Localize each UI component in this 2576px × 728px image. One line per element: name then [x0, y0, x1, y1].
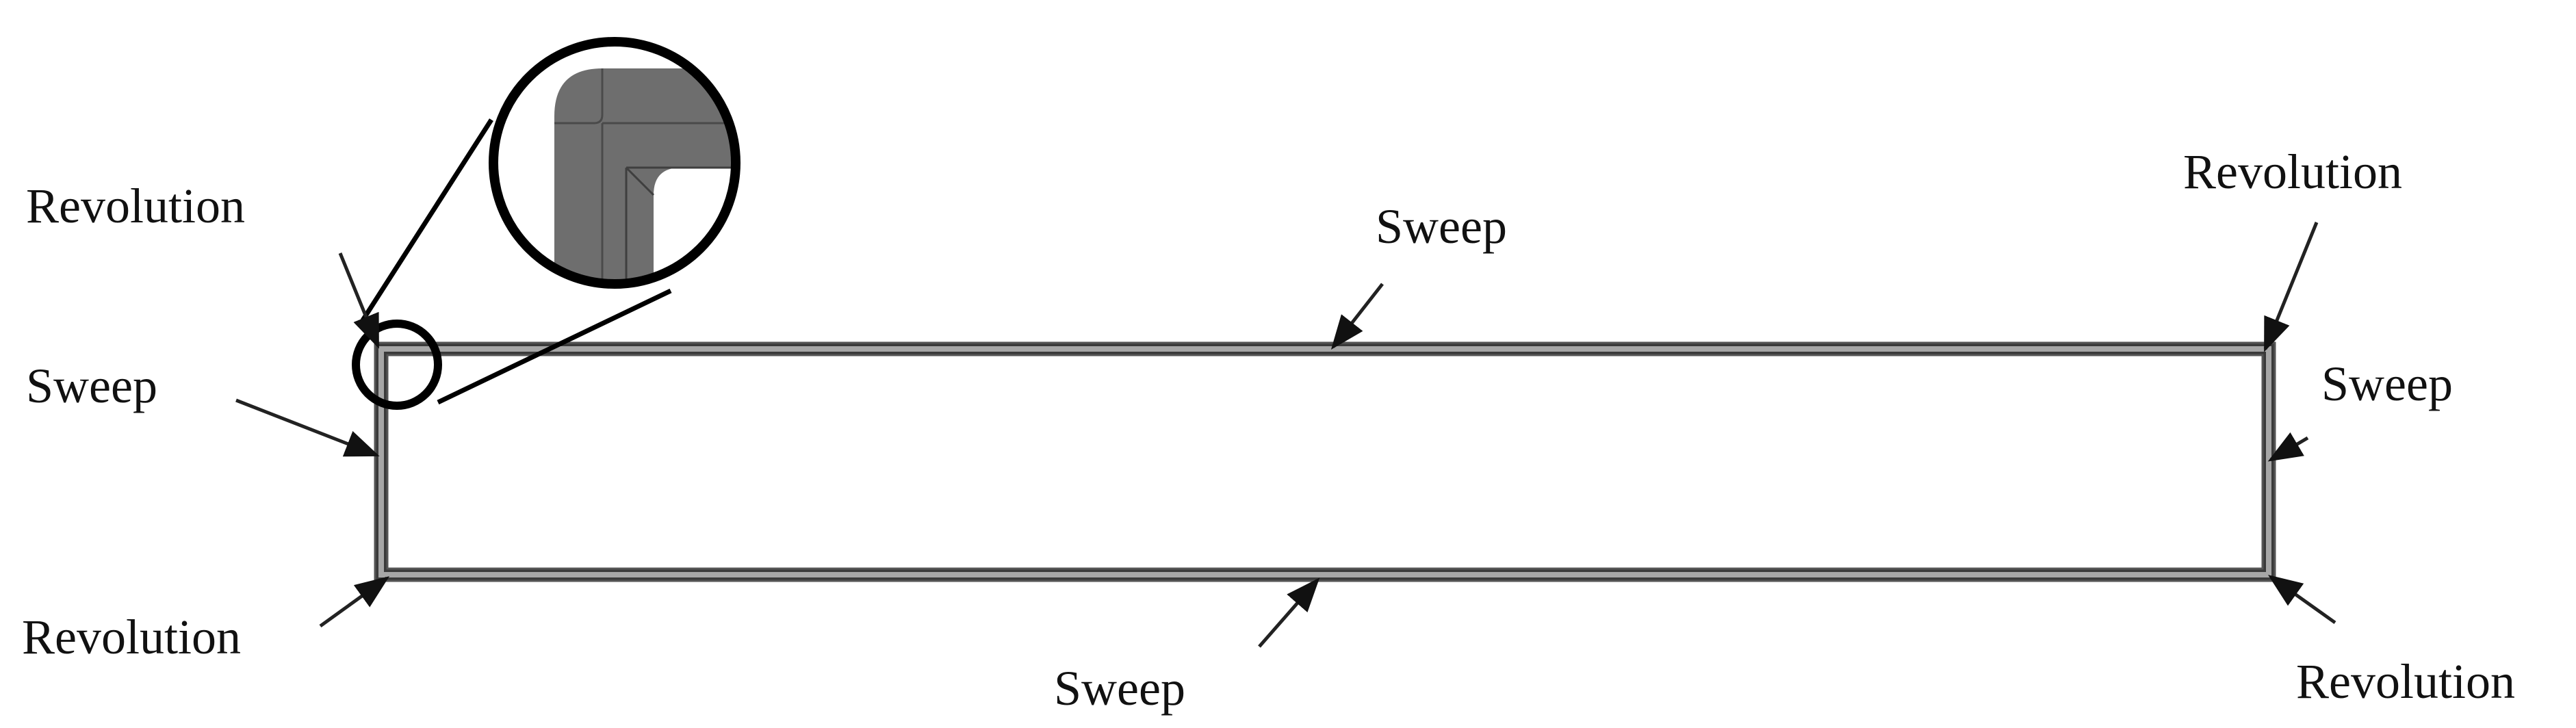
label-sweep-left: Sweep — [26, 359, 157, 413]
arrow-sweep-right — [2267, 432, 2309, 462]
arrow-sweep-bottom — [1258, 577, 1320, 648]
arrow-sweep-top — [1330, 283, 1384, 350]
labels: Revolution Sweep Revolution Sweep Sweep … — [22, 144, 2515, 716]
label-sweep-top: Sweep — [1376, 199, 1507, 254]
arrow-revolution-bottom-right — [2267, 575, 2336, 625]
magnifier-lens — [489, 37, 740, 289]
arrow-sweep-left — [235, 398, 380, 457]
label-revolution-bottom-right: Revolution — [2296, 654, 2515, 709]
label-revolution-top-right: Revolution — [2183, 144, 2402, 199]
arrow-revolution-top-right — [2263, 222, 2319, 352]
label-revolution-bottom-left: Revolution — [22, 610, 241, 664]
rectangular-frame — [374, 341, 2276, 582]
label-revolution-top-left: Revolution — [26, 179, 245, 233]
detail-circle — [352, 320, 442, 410]
arrow-revolution-bottom-left — [319, 576, 390, 628]
leader-arrows — [235, 222, 2336, 648]
arrow-revolution-top-left — [338, 252, 380, 349]
label-sweep-right: Sweep — [2321, 356, 2453, 411]
label-sweep-bottom: Sweep — [1054, 661, 1185, 716]
magnifier-connector-lines — [361, 118, 672, 405]
